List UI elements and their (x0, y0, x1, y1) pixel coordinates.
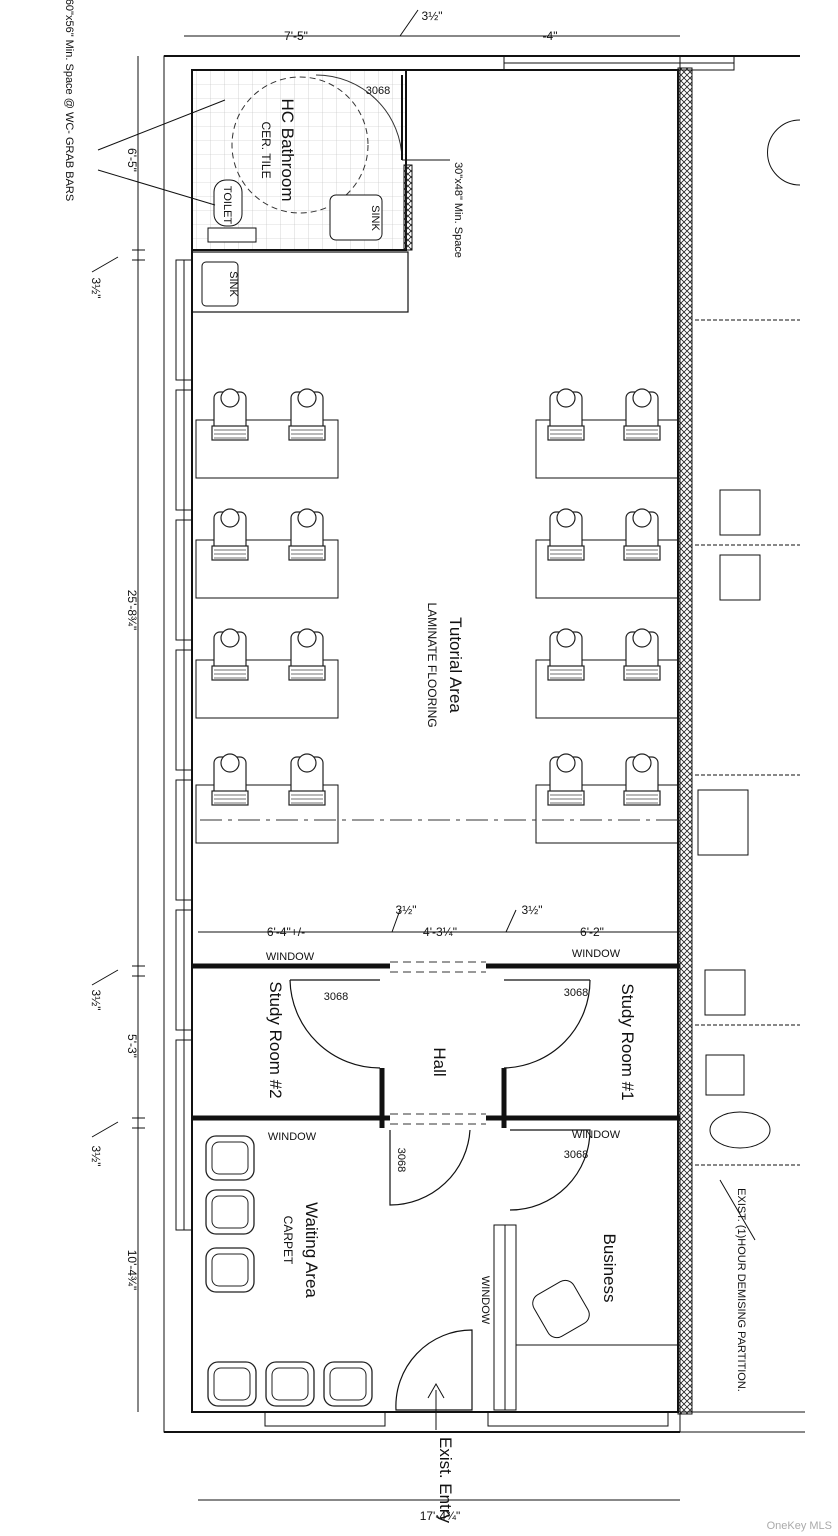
dim-mid-hall: 4'-3¼" (423, 925, 457, 939)
dim-bottom-total: 17'-4¾" (420, 1509, 461, 1523)
bathroom (191, 69, 413, 251)
waiting-chairs (205, 1135, 373, 1407)
dim-mid-half1: 3½" (396, 903, 417, 917)
watermark: OneKey MLS (766, 1520, 832, 1532)
tutorial-finish: LAMINATE FLOORING (425, 602, 439, 727)
door-label-study2: 3068 (324, 991, 348, 1003)
door-swings (289, 979, 591, 1411)
toilet-label: TOILET (221, 186, 233, 225)
left-windows (175, 259, 193, 1231)
outer-walls (163, 55, 805, 1433)
waiting-finish: CARPET (281, 1216, 295, 1265)
business-partition (493, 1224, 680, 1411)
dim-left-half1: 3½" (89, 278, 103, 299)
door-label-hall: 3068 (395, 1148, 407, 1172)
window-label-2: WINDOW (572, 948, 621, 960)
dim-left-waiting: 10'-4¾" (125, 1250, 139, 1291)
min-space-note: 30"x48" Min. Space (452, 162, 464, 258)
dim-left-study: 5'-3" (125, 1034, 139, 1058)
sink-counter (191, 251, 409, 313)
dim-left-half2: 3½" (89, 990, 103, 1011)
dim-left-bath: 6'-5" (125, 148, 139, 172)
neighbor-fixtures (695, 119, 801, 1166)
bathroom-finish: CER. TILE (259, 121, 273, 178)
workstations (211, 388, 661, 806)
dim-top-right: -4" (543, 29, 558, 43)
dim-top-half: 3½" (422, 9, 443, 23)
door-label-business: 3068 (564, 1149, 588, 1161)
hall-openings (390, 961, 486, 1125)
waiting-label: Waiting Area (302, 1202, 321, 1298)
door-label-study1: 3068 (564, 987, 588, 999)
dim-mid-half2: 3½" (522, 903, 543, 917)
bottom-windows (264, 1411, 669, 1427)
sink2-label: SINK (227, 271, 239, 297)
tutorial-label: Tutorial Area (446, 617, 465, 713)
exist-entry-label: Exist. Entry (436, 1437, 455, 1523)
window-label-5: WINDOW (479, 1276, 491, 1325)
dim-mid-right: 6'-2" (580, 925, 604, 939)
demising-partition (677, 67, 693, 1415)
dimension-lines (91, 9, 756, 1501)
window-label-3: WINDOW (268, 1131, 317, 1143)
business-label: Business (600, 1234, 619, 1303)
window-label-4: WINDOW (572, 1129, 621, 1141)
study-walls (192, 963, 680, 1128)
dim-mid-left: 6'-4"+/- (267, 925, 305, 939)
study1-label: Study Room #1 (618, 983, 637, 1100)
dim-top-bath: 7'-5" (284, 29, 308, 43)
sink-label: SINK (369, 205, 381, 231)
grab-bars-note: 60"x56" Min. Space @ WC- GRAB BARS (63, 0, 75, 201)
window-label-1: WINDOW (266, 951, 315, 963)
bathroom-label: HC Bathroom (278, 99, 297, 202)
dim-left-tutorial: 25'-8¾" (125, 590, 139, 631)
top-window (503, 55, 735, 71)
bath-door-label: 3068 (366, 85, 390, 97)
tutorial-desks (195, 419, 679, 844)
dim-left-half3: 3½" (89, 1146, 103, 1167)
study2-label: Study Room #2 (266, 981, 285, 1098)
partition-note: EXIST. (1)HOUR DEMISING PARTITION. (735, 1188, 747, 1392)
hall-label: Hall (430, 1047, 449, 1076)
